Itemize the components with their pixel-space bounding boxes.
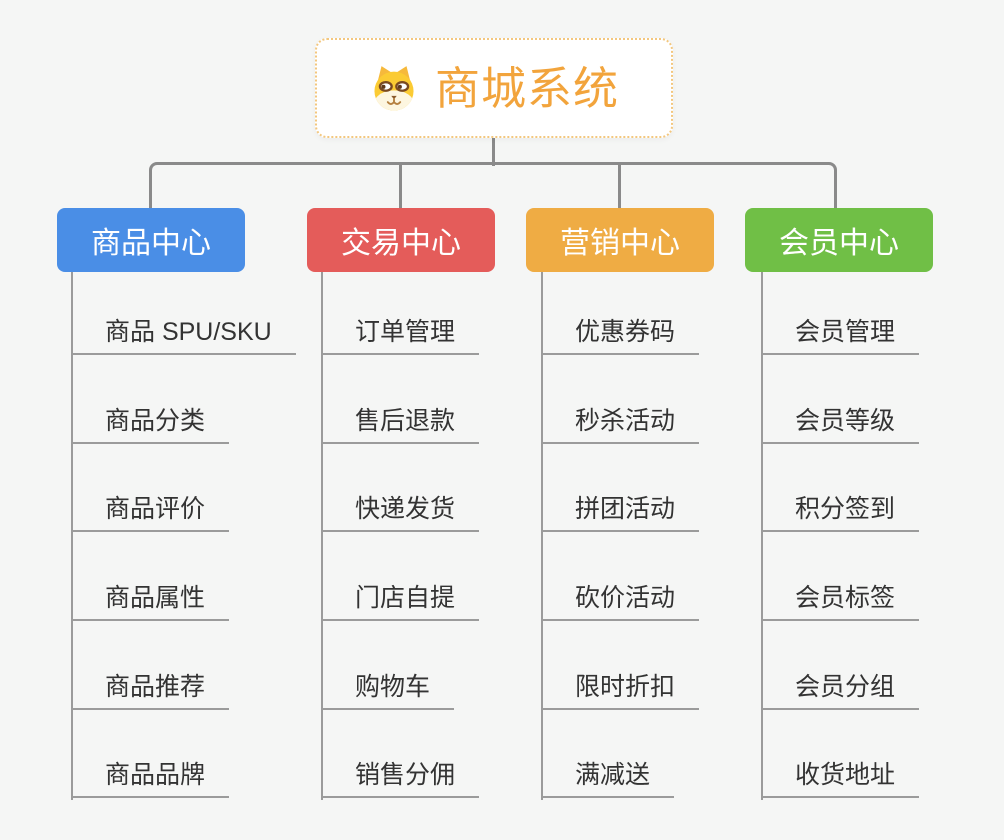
node-marketing-coupon[interactable]: 优惠券码 bbox=[541, 317, 700, 355]
node-product-attribute[interactable]: 商品属性 bbox=[71, 583, 230, 621]
node-product-spu-sku[interactable]: 商品 SPU/SKU bbox=[71, 317, 296, 355]
node-trade-shipping[interactable]: 快递发货 bbox=[321, 494, 480, 532]
root-title: 商城系统 bbox=[434, 62, 619, 114]
connector-root-drop bbox=[492, 138, 495, 166]
branch-line-trade bbox=[321, 272, 323, 800]
node-product-recommend[interactable]: 商品推荐 bbox=[71, 672, 230, 710]
node-marketing-discount[interactable]: 限时折扣 bbox=[541, 672, 700, 710]
node-marketing-flash[interactable]: 秒杀活动 bbox=[541, 406, 700, 444]
branch-line-product bbox=[71, 272, 73, 800]
node-member-address[interactable]: 收货地址 bbox=[761, 760, 920, 798]
node-member-manage[interactable]: 会员管理 bbox=[761, 317, 920, 355]
node-trade-refund[interactable]: 售后退款 bbox=[321, 406, 480, 444]
branch-header-marketing[interactable]: 营销中心 bbox=[526, 208, 714, 272]
branch-header-member[interactable]: 会员中心 bbox=[745, 208, 933, 272]
node-product-category[interactable]: 商品分类 bbox=[71, 406, 230, 444]
node-member-groups[interactable]: 会员分组 bbox=[761, 672, 920, 710]
node-member-level[interactable]: 会员等级 bbox=[761, 406, 920, 444]
root-node[interactable]: 商城系统 bbox=[315, 38, 673, 138]
connector-rail bbox=[149, 162, 837, 208]
branch-header-trade[interactable]: 交易中心 bbox=[307, 208, 495, 272]
branch-line-member bbox=[761, 272, 763, 800]
node-trade-commission[interactable]: 销售分佣 bbox=[321, 760, 480, 798]
node-trade-cart[interactable]: 购物车 bbox=[321, 672, 455, 710]
node-trade-order[interactable]: 订单管理 bbox=[321, 317, 480, 355]
node-marketing-group[interactable]: 拼团活动 bbox=[541, 494, 700, 532]
connector-drop-branch-3 bbox=[618, 165, 621, 208]
node-product-brand[interactable]: 商品品牌 bbox=[71, 760, 230, 798]
branch-header-product[interactable]: 商品中心 bbox=[57, 208, 245, 272]
connector-drop-branch-2 bbox=[399, 165, 402, 208]
node-member-points[interactable]: 积分签到 bbox=[761, 494, 920, 532]
node-trade-pickup[interactable]: 门店自提 bbox=[321, 583, 480, 621]
branch-line-marketing bbox=[541, 272, 543, 800]
node-marketing-fullcut[interactable]: 满减送 bbox=[541, 760, 675, 798]
dog-face-icon bbox=[374, 66, 414, 111]
node-product-review[interactable]: 商品评价 bbox=[71, 494, 230, 532]
node-marketing-bargain[interactable]: 砍价活动 bbox=[541, 583, 700, 621]
node-member-tags[interactable]: 会员标签 bbox=[761, 583, 920, 621]
